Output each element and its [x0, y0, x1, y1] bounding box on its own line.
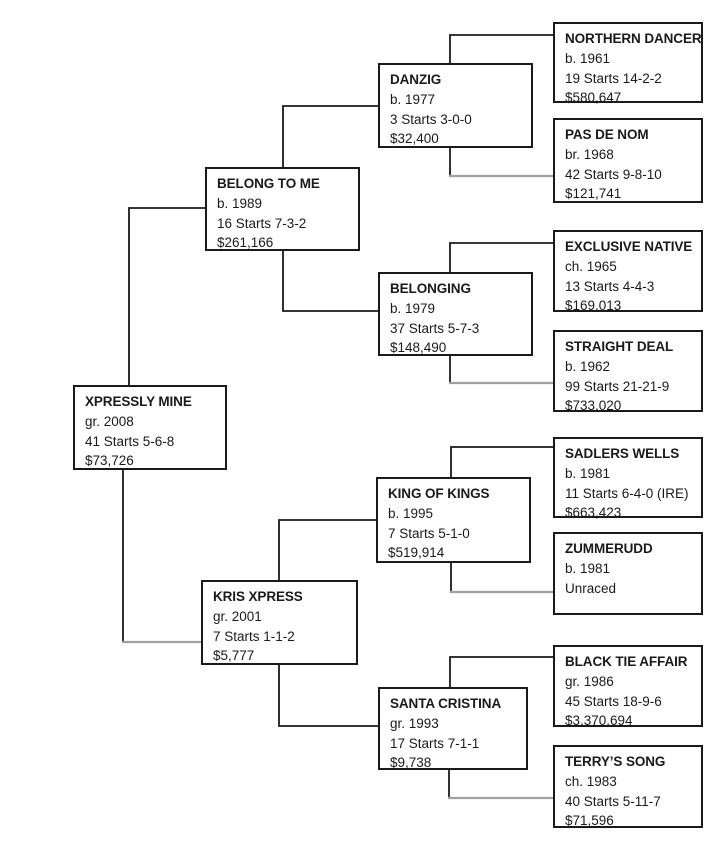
horse-name: BLACK TIE AFFAIR: [565, 654, 688, 669]
connector-belong-to-me-to-danzig: [282, 105, 379, 167]
horse-earnings: $121,741: [565, 186, 622, 201]
horse-record: 41 Starts 5-6-8: [85, 433, 175, 449]
horse-record: 7 Starts 5-1-0: [388, 525, 470, 541]
pedigree-box-straight-deal: STRAIGHT DEAL b. 1962 99 Starts 21-21-9 …: [553, 330, 703, 413]
horse-name: XPRESSLY MINE: [85, 394, 192, 409]
pedigree-box-zummerudd: ZUMMERUDD b. 1981 Unraced: [553, 532, 703, 615]
horse-earnings: $9,738: [390, 755, 432, 770]
horse-earnings: $32,400: [390, 131, 439, 146]
horse-color-year: br. 1968: [565, 147, 614, 162]
horse-color-year: ch. 1983: [565, 774, 617, 789]
connector-kris-xpress-to-king-of-kings: [278, 519, 377, 580]
connector-belonging-to-exclusive-native: [449, 242, 554, 272]
pedigree-box-pas-de-nom: PAS DE NOM br. 1968 42 Starts 9-8-10 $12…: [553, 118, 703, 203]
horse-name: NORTHERN DANCER: [565, 31, 702, 46]
horse-earnings: $261,166: [217, 235, 274, 250]
horse-record: 37 Starts 5-7-3: [390, 320, 480, 336]
horse-earnings: $169,013: [565, 298, 622, 313]
pedigree-box-belong-to-me: BELONG TO ME b. 1989 16 Starts 7-3-2 $26…: [205, 167, 360, 251]
horse-record: 42 Starts 9-8-10: [565, 166, 662, 182]
connector-kris-xpress-to-santa-cristina: [278, 665, 379, 727]
horse-color-year: b. 1989: [217, 196, 263, 211]
pedigree-box-sadlers-wells: SADLERS WELLS b. 1981 11 Starts 6-4-0 (I…: [553, 437, 703, 520]
horse-name: TERRY’S SONG: [565, 754, 666, 769]
pedigree-box-kris-xpress: KRIS XPRESS gr. 2001 7 Starts 1-1-2 $5,7…: [201, 580, 358, 665]
horse-name: BELONGING: [390, 281, 471, 296]
horse-name: EXCLUSIVE NATIVE: [565, 239, 693, 254]
horse-color-year: ch. 1965: [565, 259, 617, 274]
horse-record: Unraced: [565, 580, 617, 596]
horse-record: 17 Starts 7-1-1: [390, 735, 480, 751]
horse-record: 19 Starts 14-2-2: [565, 70, 662, 86]
horse-name: SADLERS WELLS: [565, 446, 680, 461]
horse-earnings: $3,370,694: [565, 713, 633, 728]
horse-name: PAS DE NOM: [565, 127, 649, 142]
horse-record: 3 Starts 3-0-0: [390, 111, 472, 127]
horse-color-year: b. 1961: [565, 51, 611, 66]
pedigree-box-belonging: BELONGING b. 1979 37 Starts 5-7-3 $148,4…: [378, 272, 533, 356]
horse-name: DANZIG: [390, 72, 442, 87]
horse-record: 7 Starts 1-1-2: [213, 628, 295, 644]
horse-earnings: $519,914: [388, 545, 445, 560]
horse-record: 99 Starts 21-21-9: [565, 378, 670, 394]
horse-name: BELONG TO ME: [217, 176, 320, 191]
horse-earnings: $663,423: [565, 505, 622, 520]
horse-name: STRAIGHT DEAL: [565, 339, 674, 354]
pedigree-box-northern-dancer: NORTHERN DANCER b. 1961 19 Starts 14-2-2…: [553, 22, 703, 105]
connector-king-of-kings-to-sadlers-wells: [450, 446, 554, 477]
connector-santa-cristina-to-black-tie-affair: [449, 656, 554, 687]
horse-color-year: b. 1981: [565, 466, 611, 481]
pedigree-box-exclusive-native: EXCLUSIVE NATIVE ch. 1965 13 Starts 4-4-…: [553, 230, 703, 313]
pedigree-box-terrys-song: TERRY’S SONG ch. 1983 40 Starts 5-11-7 $…: [553, 745, 703, 828]
horse-color-year: gr. 1986: [565, 674, 614, 689]
horse-earnings: $73,726: [85, 453, 134, 468]
horse-color-year: b. 1995: [388, 506, 434, 521]
horse-record: 40 Starts 5-11-7: [565, 793, 661, 809]
horse-record: 11 Starts 6-4-0 (IRE): [565, 485, 689, 501]
horse-earnings: $580,647: [565, 90, 622, 105]
pedigree-box-black-tie-affair: BLACK TIE AFFAIR gr. 1986 45 Starts 18-9…: [553, 645, 703, 728]
horse-name: SANTA CRISTINA: [390, 696, 502, 711]
pedigree-box-king-of-kings: KING OF KINGS b. 1995 7 Starts 5-1-0 $51…: [376, 477, 531, 563]
horse-record: 13 Starts 4-4-3: [565, 278, 655, 294]
horse-color-year: gr. 2008: [85, 414, 134, 429]
horse-earnings: $148,490: [390, 340, 447, 355]
horse-earnings: $733,020: [565, 398, 622, 413]
horse-color-year: b. 1979: [390, 301, 436, 316]
connector-danzig-to-northern-dancer: [449, 34, 554, 63]
horse-record: 45 Starts 18-9-6: [565, 693, 662, 709]
horse-name: KRIS XPRESS: [213, 589, 303, 604]
horse-color-year: gr. 1993: [390, 716, 439, 731]
horse-earnings: $71,596: [565, 813, 614, 828]
connector-belong-to-me-to-belonging: [282, 251, 379, 312]
horse-record: 16 Starts 7-3-2: [217, 215, 307, 231]
pedigree-box-santa-cristina: SANTA CRISTINA gr. 1993 17 Starts 7-1-1 …: [378, 687, 528, 770]
horse-color-year: b. 1981: [565, 561, 611, 576]
horse-color-year: b. 1962: [565, 359, 611, 374]
horse-color-year: gr. 2001: [213, 609, 262, 624]
connector-xpressly-mine-to-belong-to-me: [128, 207, 206, 385]
horse-color-year: b. 1977: [390, 92, 436, 107]
pedigree-box-xpressly-mine: XPRESSLY MINE gr. 2008 41 Starts 5-6-8 $…: [73, 385, 227, 470]
horse-name: ZUMMERUDD: [565, 541, 653, 556]
pedigree-box-danzig: DANZIG b. 1977 3 Starts 3-0-0 $32,400: [378, 63, 533, 148]
horse-name: KING OF KINGS: [388, 486, 490, 501]
horse-earnings: $5,777: [213, 648, 255, 663]
